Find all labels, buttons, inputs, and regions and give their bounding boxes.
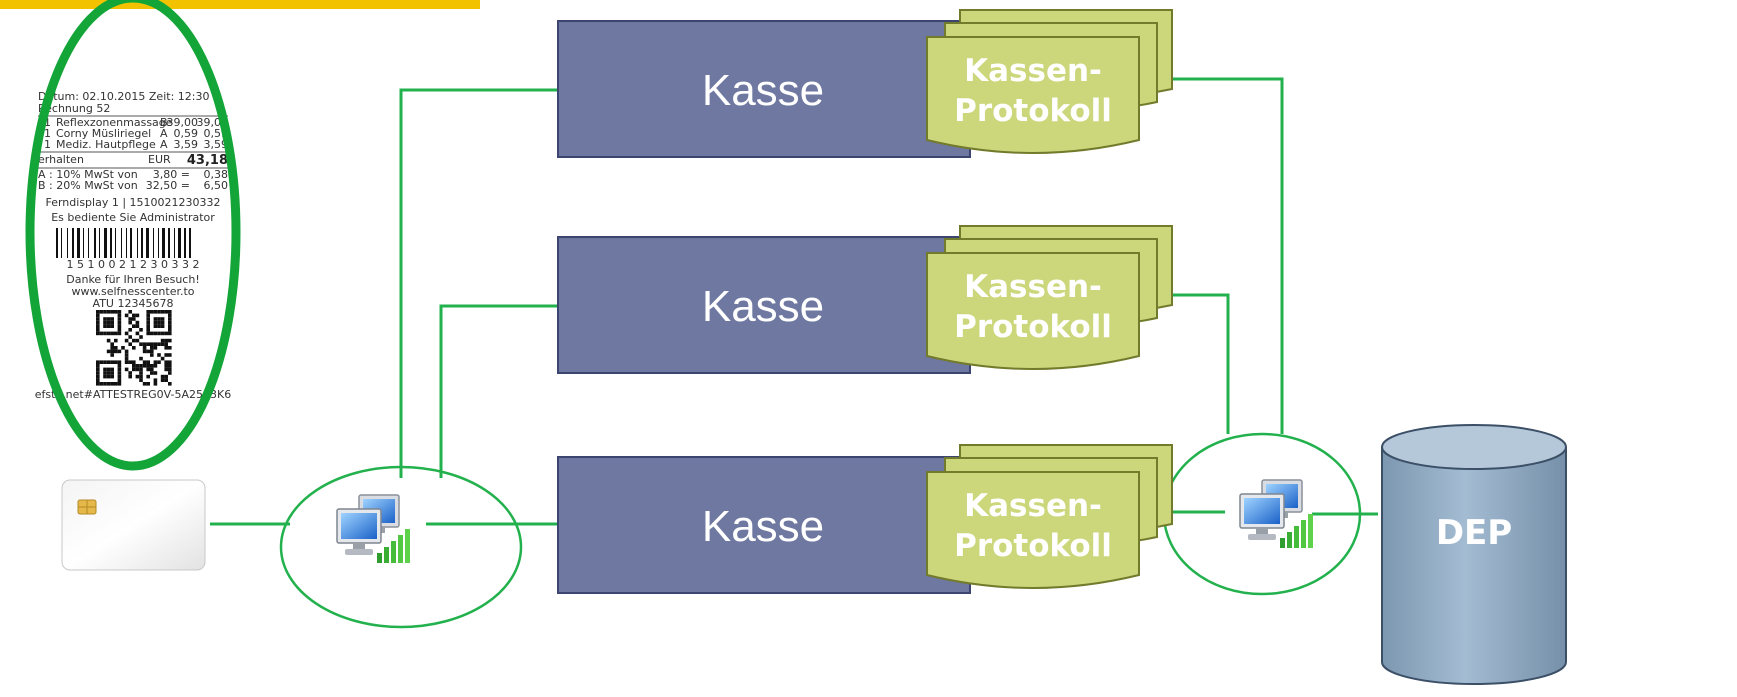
connector-lines [210, 77, 1378, 526]
receipt-served-by: Es bediente Sie Administrator [51, 211, 215, 224]
top-accent-bar [0, 0, 480, 9]
receipt-date-line: Datum: 02.10.2015 Zeit: 12:30 [38, 90, 209, 103]
sim-card-icon [61, 479, 206, 571]
svg-text:0,59: 0,59 [174, 127, 199, 140]
network-computer-icon [336, 494, 411, 564]
barcode-icon [56, 228, 191, 258]
svg-text:3,80 =: 3,80 = [153, 168, 190, 181]
protocol-document-stack: Kassen- Protokoll [926, 444, 1173, 589]
dep-label: DEP [1436, 513, 1512, 553]
protocol-document-stack: Kassen- Protokoll [926, 9, 1173, 154]
receipt: Datum: 02.10.2015 Zeit: 12:30 Rechnung 5… [35, 90, 231, 401]
receipt-atu: ATU 12345678 [93, 297, 174, 310]
svg-text:A : 10% MwSt von: A : 10% MwSt von [38, 168, 138, 181]
kasse-block: Kasse [557, 20, 971, 158]
receipt-thanks: Danke für Ihren Besuch! [66, 273, 199, 286]
svg-text:0,38: 0,38 [204, 168, 229, 181]
protocol-label-line2: Protokoll [954, 309, 1112, 345]
protocol-label-line2: Protokoll [954, 528, 1112, 564]
svg-text:39,00: 39,00 [167, 116, 199, 129]
receipt-website: www.selfnesscenter.to [71, 285, 194, 298]
svg-text:B: B [160, 116, 168, 129]
network-computer-icon [1239, 479, 1314, 549]
svg-text:3,59: 3,59 [174, 138, 199, 151]
svg-text:A: A [160, 138, 168, 151]
receipt-currency: EUR [148, 153, 171, 166]
svg-text:1: 1 [44, 127, 51, 140]
svg-text:Corny Müsliriegel: Corny Müsliriegel [56, 127, 151, 140]
receipt-item-row: 1 Reflexzonenmassage B 39,00 39,00 [44, 116, 228, 129]
receipt-vat-row: A : 10% MwSt von 3,80 = 0,38 [38, 168, 228, 181]
protocol-label-line1: Kassen- [964, 53, 1102, 89]
svg-text:1: 1 [44, 116, 51, 129]
protocol-label-line1: Kassen- [964, 488, 1102, 524]
database-icon: DEP [1381, 424, 1567, 685]
qr-code-icon [96, 310, 172, 386]
receipt-footer-code: efsta.net#ATTESTREG0V-5A2543K6 [35, 388, 231, 401]
svg-text:32,50 =: 32,50 = [146, 179, 190, 192]
svg-text:3,59: 3,59 [204, 138, 229, 151]
receipt-invoice-number: Rechnung 52 [38, 102, 110, 115]
svg-text:6,50: 6,50 [204, 179, 229, 192]
svg-text:B : 20% MwSt von: B : 20% MwSt von [38, 179, 138, 192]
receipt-barcode-digits: 1 5 1 0 0 2 1 2 3 0 3 3 2 [67, 258, 200, 271]
receipt-total: 43,18 [187, 153, 228, 168]
receipt-item-row: 1 Mediz. Hautpflege A 3,59 3,59 [44, 138, 228, 151]
svg-text:Reflexzonenmassage: Reflexzonenmassage [56, 116, 173, 129]
receipt-vat-row: B : 20% MwSt von 32,50 = 6,50 [38, 179, 228, 192]
svg-text:A: A [160, 127, 168, 140]
protocol-document-stack: Kassen- Protokoll [926, 225, 1173, 370]
network-node-ellipse [279, 465, 523, 629]
kasse-label: Kasse [702, 282, 824, 331]
protocol-label-line2: Protokoll [954, 93, 1112, 129]
receipt-display-line: Ferndisplay 1 | 1510021230332 [45, 196, 220, 209]
svg-text:Mediz. Hautpflege: Mediz. Hautpflege [56, 138, 156, 151]
kasse-label: Kasse [702, 502, 824, 551]
receipt-received-label: erhalten [38, 153, 84, 166]
protocol-label-line1: Kassen- [964, 269, 1102, 305]
svg-text:1: 1 [44, 138, 51, 151]
kasse-block: Kasse [557, 236, 971, 374]
kasse-block: Kasse [557, 456, 971, 594]
kasse-label: Kasse [702, 66, 824, 115]
receipt-highlight-ellipse [25, 0, 241, 471]
